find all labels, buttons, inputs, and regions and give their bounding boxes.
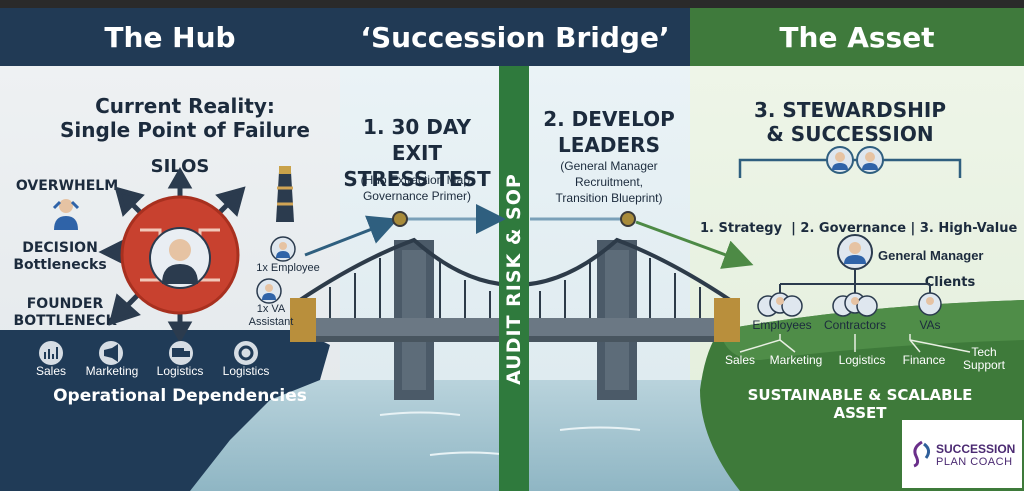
step1-title: 1. 30 DAY EXIT STRESS TEST — [338, 114, 496, 192]
va-avatar — [256, 278, 282, 304]
hub-title-line1: Current Reality: — [95, 94, 275, 118]
group-vas: VAs — [919, 318, 941, 332]
employee-avatar — [270, 236, 296, 262]
stewardship-connector — [738, 146, 962, 178]
gear-icon — [234, 341, 258, 365]
pillar-band — [499, 66, 529, 491]
asset-title-line1: 3. STEWARDSHIP — [753, 98, 947, 122]
sales-icon — [39, 341, 63, 365]
founder-line1: FOUNDER — [26, 296, 104, 312]
step2-title: 2. DEVELOP LEADERS — [534, 106, 684, 158]
va-label: 1x VA Assistant — [236, 303, 306, 329]
pillars-line1: 1. Strategy | 2. Governance | 3. High-Va… — [700, 221, 1018, 236]
function-connectors — [739, 334, 971, 353]
fn-logistics: Logistics — [838, 353, 886, 367]
step2-sub-line2: Recruitment, — [574, 175, 644, 189]
hub-title: Current Reality: Single Point of Failure — [60, 94, 310, 142]
asset-title: 3. STEWARDSHIP & SUCCESSION — [730, 98, 970, 146]
va-label-line2: Assistant — [248, 316, 294, 328]
step1-sub-line1: (Hub Extraction Map, — [360, 173, 474, 187]
step2-sub-line1: (General Manager — [560, 159, 658, 173]
river — [150, 380, 790, 491]
step2-sub-line3: Transition Blueprint) — [555, 191, 663, 205]
employee-label: 1x Employee — [256, 262, 320, 274]
logo-box: SUCCESSION PLAN COACH — [902, 420, 1022, 488]
group-contractors: Contractors — [823, 318, 887, 332]
step1-line1: 1. 30 DAY EXIT — [363, 115, 471, 165]
left-cliff — [0, 330, 330, 491]
dep-logistics-1: Logistics — [156, 364, 204, 378]
employees-avatars — [757, 292, 803, 317]
founder-line2: BOTTLENECK — [13, 313, 117, 329]
step1-dot — [392, 211, 408, 227]
step1-subtitle: (Hub Extraction Map, Governance Primer) — [338, 172, 496, 204]
silos-label: SILOS — [150, 156, 210, 177]
founder-hub-graphic — [98, 166, 246, 344]
decision-label: DECISION Bottlenecks — [8, 240, 112, 274]
stressed-person-icon — [52, 199, 80, 230]
header-bridge-title: ‘Succession Bridge’ — [360, 20, 670, 54]
hub-title-line2: Single Point of Failure — [60, 118, 310, 142]
step2-subtitle: (General Manager Recruitment, Transition… — [534, 158, 684, 206]
fn-tech-line2: Support — [962, 358, 1006, 372]
lighthouse-icon — [276, 166, 294, 222]
step2-line2: LEADERS — [558, 133, 660, 157]
pillars-line2: Clients — [924, 275, 976, 290]
org-chart — [757, 234, 942, 317]
dep-logistics-2: Logistics — [222, 364, 270, 378]
fn-marketing: Marketing — [769, 353, 823, 367]
logo-line1: SUCCESSION — [936, 442, 1016, 456]
gm-label: General Manager — [878, 248, 984, 263]
dependencies-title: Operational Dependencies — [53, 386, 307, 406]
asset-title-line2: & SUCCESSION — [766, 122, 934, 146]
vas-avatar — [918, 292, 942, 316]
decision-line1: DECISION — [22, 240, 98, 256]
logo-mark-icon — [913, 440, 931, 468]
dep-marketing: Marketing — [85, 364, 139, 378]
group-employees: Employees — [752, 318, 812, 332]
header-asset-title: The Asset — [779, 20, 935, 54]
step1-sub-line2: Governance Primer) — [362, 189, 472, 203]
fn-sales: Sales — [724, 353, 756, 367]
contractors-avatars — [832, 292, 878, 317]
anchor-right — [714, 298, 740, 342]
fn-finance: Finance — [902, 353, 946, 367]
fn-tech-line1: Tech — [971, 345, 997, 359]
dependency-icons — [39, 341, 258, 365]
header-navy-band — [0, 8, 690, 66]
header-green-band — [690, 8, 1024, 66]
step2-dot — [620, 211, 636, 227]
stewardship-pillars: 1. Strategy | 2. Governance | 3. High-Va… — [700, 184, 1018, 310]
dep-sales: Sales — [35, 364, 67, 378]
asset-footer: SUSTAINABLE & SCALABLE ASSET — [747, 386, 973, 422]
overwhelm-label: OVERWHELM — [15, 178, 119, 194]
header-hub-title: The Hub — [104, 20, 236, 54]
logo-line2: PLAN COACH — [936, 456, 1013, 468]
va-label-line1: 1x VA — [256, 303, 286, 315]
step2-line1: 2. DEVELOP — [543, 107, 675, 131]
fn-tech-support: Tech Support — [956, 346, 1012, 372]
founder-label: FOUNDER BOTTLENECK — [10, 296, 120, 330]
step1-line2: STRESS TEST — [343, 167, 491, 191]
decision-line2: Bottlenecks — [13, 257, 107, 273]
anchor-left — [290, 298, 316, 342]
